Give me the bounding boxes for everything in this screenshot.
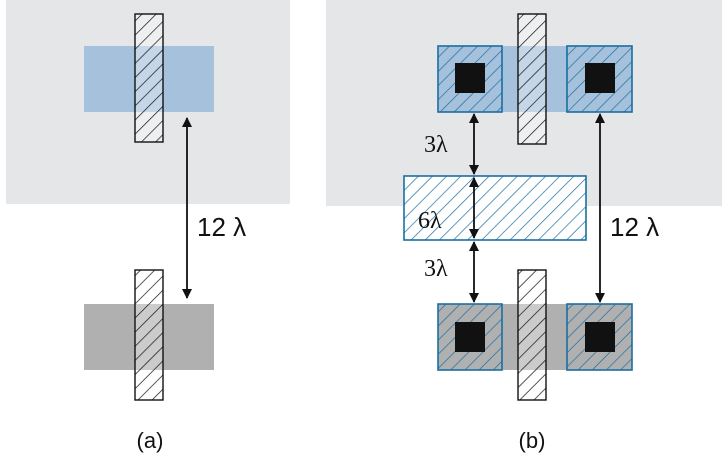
contact-bottom-right: [585, 322, 615, 352]
poly-gate-bottom-b-hatch: [517, 269, 547, 401]
contact-top-right: [585, 63, 615, 93]
panel-b: 3λ 6λ 3λ 12 λ (b): [326, 0, 722, 453]
spacing-label-a: 12 λ: [197, 212, 246, 242]
contact-top-left: [455, 63, 485, 93]
bottom-gap-label: 3λ: [424, 256, 448, 282]
poly-gate-top-a-hatch: [134, 13, 164, 143]
panel-a: 12 λ (a): [6, 0, 290, 453]
contact-bottom-left: [455, 322, 485, 352]
metal-strip-hatch: [403, 175, 587, 241]
poly-gate-top-b-hatch: [517, 13, 547, 145]
metal-width-label: 6λ: [418, 208, 442, 234]
caption-a: (a): [137, 428, 164, 453]
top-gap-label: 3λ: [424, 132, 448, 158]
spacing-label-b: 12 λ: [610, 212, 659, 242]
poly-gate-bottom-a-hatch: [134, 269, 164, 401]
caption-b: (b): [519, 428, 546, 453]
